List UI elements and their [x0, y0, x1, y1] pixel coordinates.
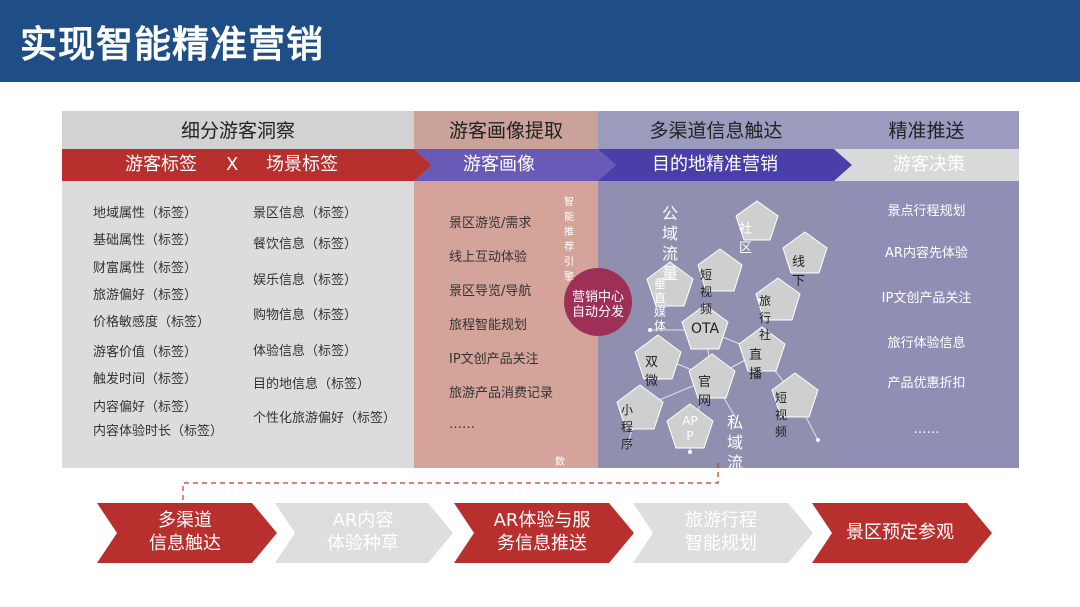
list-item: AR内容先体验 — [885, 246, 968, 261]
column-header-multichannel: 多渠道信息触达 — [598, 111, 834, 151]
ribbon-label-destination: 目的地精准营销 — [652, 154, 778, 175]
flow-label-5: 景区预定参观 — [846, 522, 954, 543]
marketing-center-label: 营销中心 自动分发 — [571, 290, 624, 320]
list-item: 景区导览/导航 — [449, 284, 532, 299]
channel-label-app: AP P — [682, 414, 698, 443]
ribbon-label-decision: 游客决策 — [893, 154, 965, 175]
list-item: 基础属性（标签） — [93, 233, 198, 248]
channel-label-duanshipin-1: 短视频 — [700, 268, 713, 316]
column-header-insight: 细分游客洞察 — [62, 111, 414, 151]
channel-label-xiaochengxu: 小程序 — [621, 403, 634, 451]
channel-label-lvxingshe: 旅行社 — [759, 294, 772, 342]
channel-label-xianxia: 线下 — [792, 255, 806, 289]
list-item: 购物信息（标签） — [253, 308, 358, 323]
title-bar: 实现智能精准营销 — [0, 0, 1080, 82]
public-traffic-label: 公域 流量 — [662, 204, 679, 283]
list-item: 地域属性（标签） — [93, 206, 198, 221]
flow-label-3: AR体验与服 务信息推送 — [493, 510, 591, 554]
list-item: IP文创产品关注 — [881, 291, 972, 306]
list-item: …… — [913, 422, 940, 437]
private-traffic-label: 私域 流量 — [727, 413, 744, 492]
flow-label-1: 多渠道 信息触达 — [149, 510, 221, 554]
list-item: 内容偏好（标签） — [93, 400, 198, 415]
list-item: 财富属性（标签） — [93, 261, 198, 276]
list-item: 个性化旅游偏好（标签） — [253, 411, 397, 426]
list-item: 景区游览/需求 — [449, 216, 532, 231]
channel-label-zhibo: 直播 — [749, 348, 763, 382]
channel-label-duanshipin-2: 短视频 — [775, 391, 788, 439]
ribbon-labels: 游客标签 X 场景标签 游客画像 目的地精准营销 游客决策 — [0, 149, 1080, 181]
channel-label-shequ: 社区 — [739, 222, 753, 256]
list-item: 价格敏感度（标签） — [93, 315, 211, 330]
list-item: IP文创产品关注 — [449, 352, 539, 367]
list-item: 娱乐信息（标签） — [253, 273, 358, 288]
list-item: 旅游产品消费记录 — [449, 386, 554, 401]
ribbon-label-scene-tag: 场景标签 — [266, 154, 338, 175]
list-item: 内容体验时长（标签） — [93, 424, 224, 439]
ribbon-label-tourist-tag: 游客标签 — [125, 154, 197, 175]
list-item: 餐饮信息（标签） — [253, 237, 358, 252]
list-item: 体验信息（标签） — [253, 344, 358, 359]
list-item: 触发时间（标签） — [93, 372, 198, 387]
list-item: 目的地信息（标签） — [253, 377, 371, 392]
channel-label-guanwang: 官网 — [698, 375, 712, 409]
column-header-portrait: 游客画像提取 — [414, 111, 598, 151]
list-item: …… — [449, 417, 475, 432]
column-header-push: 精准推送 — [834, 111, 1019, 151]
ribbon-label-portrait: 游客画像 — [463, 154, 535, 175]
list-item: 景区信息（标签） — [253, 206, 358, 221]
channel-label-shuangwei: 双微 — [645, 355, 659, 389]
list-item: 旅程智能规划 — [449, 318, 528, 333]
channel-label-ota: OTA — [691, 321, 720, 337]
list-item: 旅游偏好（标签） — [93, 288, 198, 303]
ribbon-label-x: X — [226, 154, 239, 175]
list-item: 旅行体验信息 — [887, 336, 966, 351]
engine-label: 智能推荐引擎 — [564, 197, 574, 283]
list-item: 线上互动体验 — [449, 250, 528, 265]
page-title: 实现智能精准营销 — [20, 23, 324, 66]
flow-label-2: AR内容 体验种草 — [327, 510, 399, 554]
list-item: 景点行程规划 — [887, 204, 966, 219]
channel-label-chuizhi: 垂直 媒体 — [654, 277, 667, 333]
flow-label-4: 旅游行程 智能规划 — [685, 510, 757, 554]
list-item: 游客价值（标签） — [93, 345, 198, 360]
list-item: 产品优惠折扣 — [887, 376, 966, 391]
